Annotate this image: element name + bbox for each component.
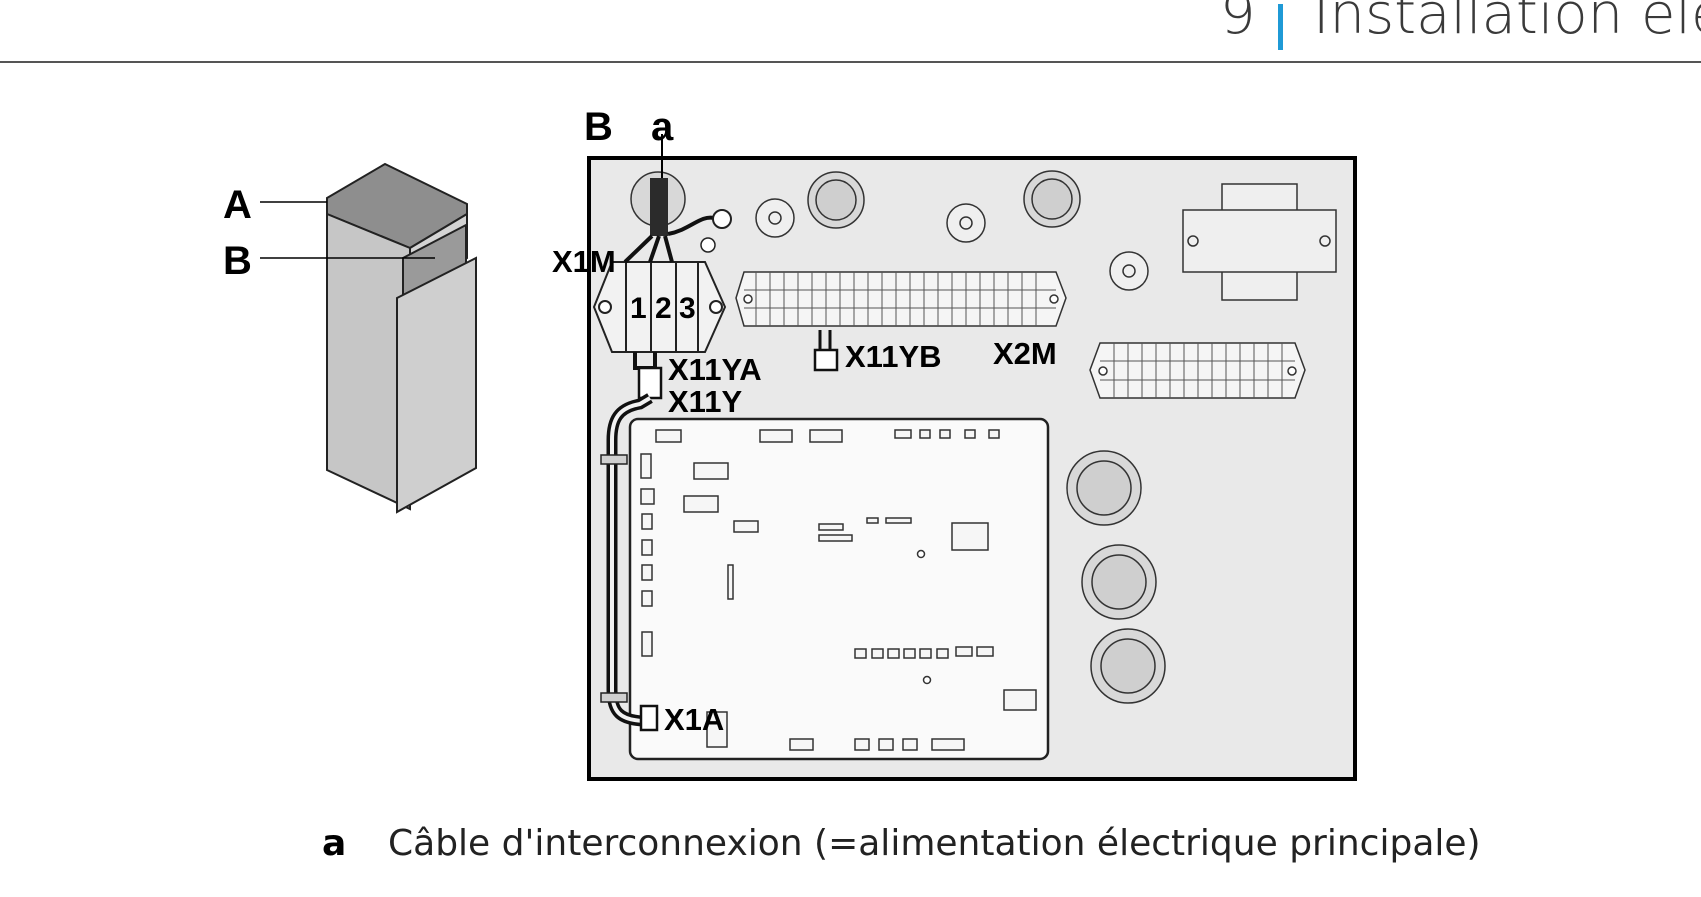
grommet-group bbox=[630, 170, 1166, 704]
interconnection-cable bbox=[623, 134, 732, 264]
pcb-board bbox=[628, 417, 1050, 761]
terminal-1: 1 bbox=[630, 292, 647, 325]
figure-caption: a Câble d'interconnexion (=alimentation … bbox=[322, 818, 1481, 868]
label-x11ya: X11YA bbox=[668, 352, 762, 387]
board-label-b: B bbox=[584, 105, 613, 149]
unit-label-b: B bbox=[223, 239, 252, 283]
board-label-a: a bbox=[651, 105, 674, 149]
chapter-accent-bar bbox=[1278, 4, 1283, 50]
page-header: 9 Installation éle bbox=[0, 0, 1701, 64]
terminal-2: 2 bbox=[655, 292, 672, 325]
caption-text: Câble d'interconnexion (=alimentation él… bbox=[388, 822, 1481, 864]
label-x1a: X1A bbox=[664, 702, 724, 737]
transformer bbox=[1182, 183, 1337, 301]
chapter-title: Installation éle bbox=[1313, 0, 1701, 47]
unit-label-a: A bbox=[223, 183, 252, 227]
x11y-harness bbox=[600, 330, 839, 732]
x2m-terminal-strip bbox=[735, 271, 1067, 327]
label-x1m: X1M bbox=[552, 244, 616, 279]
label-x11y: X11Y bbox=[668, 384, 742, 419]
terminal-3: 3 bbox=[679, 292, 696, 325]
switch-box: B a X1M 1 2 3 X11YA X11Y X11YB X2M X1A bbox=[552, 105, 1357, 781]
unit-illustration: A B bbox=[223, 162, 477, 514]
header-rule bbox=[0, 61, 1701, 63]
wiring-figure: A B bbox=[223, 105, 1357, 781]
x1m-terminal-block bbox=[592, 261, 727, 353]
label-x2m: X2M bbox=[993, 336, 1057, 371]
label-x11yb: X11YB bbox=[845, 339, 942, 374]
chapter-number: 9 bbox=[1220, 0, 1257, 47]
terminal-strip-2 bbox=[1089, 342, 1306, 399]
caption-key: a bbox=[322, 822, 347, 864]
